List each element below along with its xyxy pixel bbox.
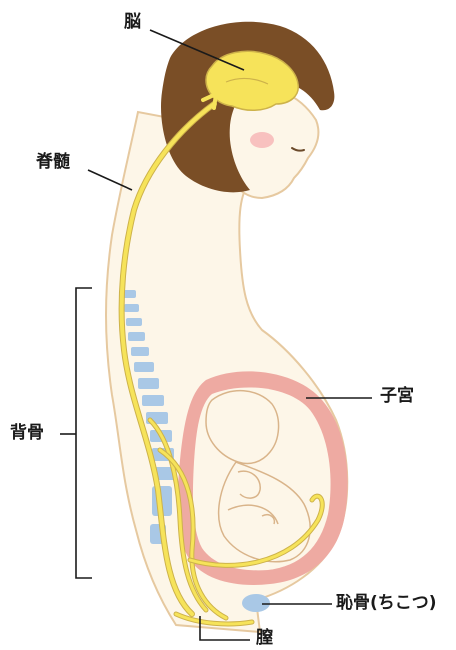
cheek bbox=[250, 132, 274, 148]
pubic-bone-shape bbox=[242, 594, 270, 612]
label-spine: 背骨 bbox=[10, 425, 44, 442]
label-pubic-bone: 恥骨(ちこつ) bbox=[336, 595, 437, 612]
label-brain: 脳 bbox=[124, 14, 141, 31]
label-uterus: 子宮 bbox=[380, 388, 414, 405]
label-vagina: 膣 bbox=[256, 630, 273, 647]
label-spinal-cord: 脊髄 bbox=[36, 154, 70, 171]
